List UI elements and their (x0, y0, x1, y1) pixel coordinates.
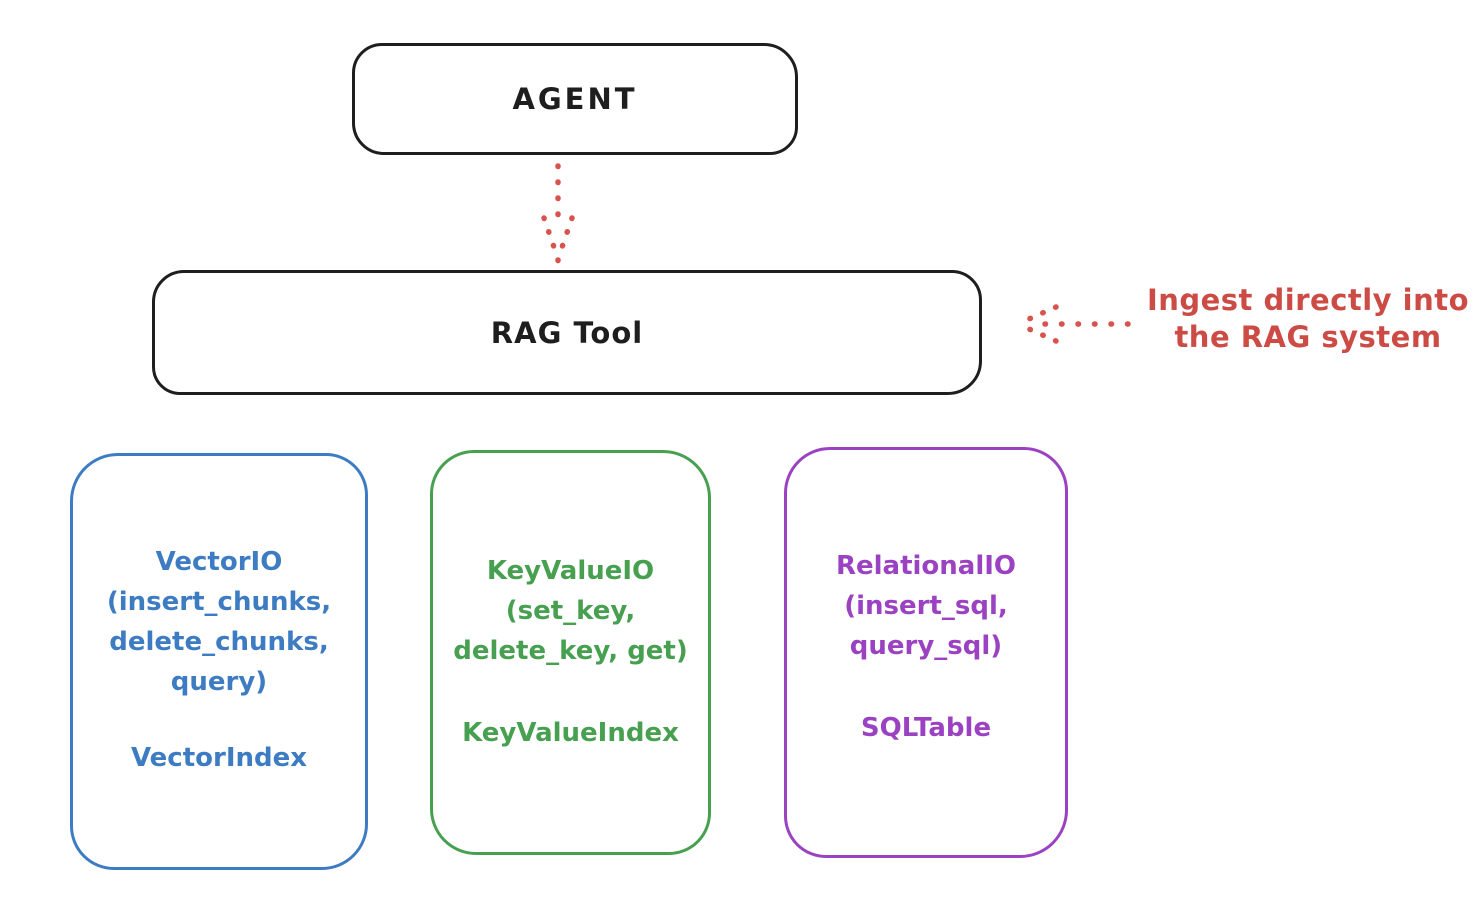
vector-io-line: (insert_chunks, (106, 587, 332, 617)
ingest-annotation: Ingest directly into the RAG system (1138, 282, 1478, 356)
rag-tool-label: RAG Tool (490, 315, 644, 350)
annotation-to-ragtool-arrow-icon (1017, 304, 1131, 344)
relational-io-line: RelationalIO (835, 551, 1017, 581)
vector-io-node: VectorIO (insert_chunks, delete_chunks, … (70, 453, 368, 870)
keyvalue-io-node: KeyValueIO (set_key, delete_key, get) Ke… (430, 450, 711, 855)
ingest-annotation-line2: the RAG system (1174, 320, 1442, 354)
vector-io-line: query) (170, 667, 268, 697)
relational-io-node: RelationalIO (insert_sql, query_sql) SQL… (784, 447, 1068, 858)
sqltable-label: SQLTable (860, 713, 992, 743)
agent-label: AGENT (512, 82, 638, 116)
rag-tool-node: RAG Tool (152, 270, 982, 395)
agent-node: AGENT (352, 43, 798, 155)
keyvalue-io-line: KeyValueIO (486, 556, 655, 586)
vector-index-label: VectorIndex (130, 743, 308, 773)
ingest-annotation-line1: Ingest directly into (1146, 283, 1470, 317)
keyvalue-io-line: (set_key, (505, 596, 636, 626)
agent-to-ragtool-arrow-icon (541, 163, 575, 264)
relational-io-line: (insert_sql, (844, 591, 1008, 621)
vector-io-line: delete_chunks, (109, 627, 329, 657)
relational-io-line: query_sql) (849, 631, 1003, 661)
vector-io-line: VectorIO (155, 547, 283, 577)
keyvalue-io-line: delete_key, get) (453, 636, 688, 666)
keyvalue-index-label: KeyValueIndex (462, 718, 679, 748)
